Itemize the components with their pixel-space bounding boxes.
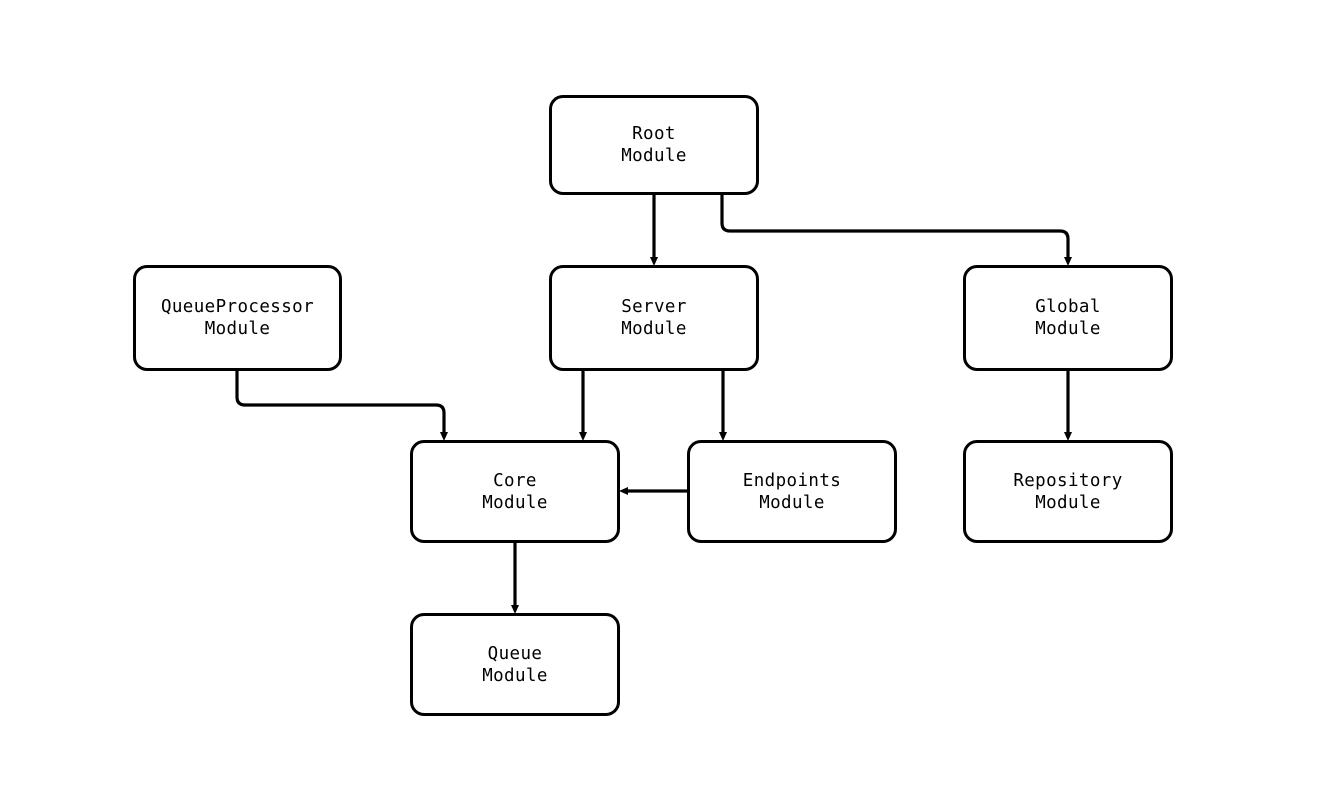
node-label-name: Repository	[1013, 470, 1123, 491]
node-label-name: Core	[493, 470, 537, 491]
node-label-kind: Module	[759, 492, 825, 513]
edge-root-to-global	[720, 195, 1072, 266]
edge-queueprocessor-to-core	[235, 371, 448, 441]
node-label-name: Root	[632, 124, 676, 144]
node-label-kind: Module	[204, 319, 271, 339]
node-label-kind: Module	[621, 319, 687, 339]
node-label-kind: Module	[1035, 319, 1101, 339]
node-label-kind: Module	[621, 146, 687, 166]
node-label-name: Server	[621, 297, 687, 317]
node-label-name: QueueProcessor	[160, 297, 315, 317]
node-label-name: Queue	[487, 643, 543, 664]
node-label-kind: Module	[482, 665, 548, 686]
node-label-name: Endpoints	[742, 470, 842, 491]
node-label-kind: Module	[482, 492, 548, 513]
node-label-name: Global	[1035, 297, 1101, 317]
node-label-kind: Module	[1035, 492, 1101, 513]
